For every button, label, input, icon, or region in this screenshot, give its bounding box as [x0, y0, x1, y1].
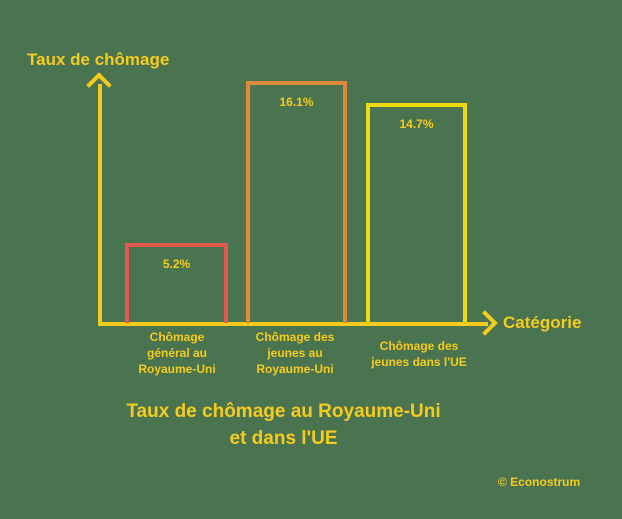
- bar-value-label: 5.2%: [162, 257, 191, 271]
- bar-youth-eu: 14.7%: [366, 103, 467, 323]
- bar-youth-uk: 16.1%: [246, 81, 347, 323]
- category-label-youth-eu: Chômage des jeunes dans l'UE: [354, 338, 484, 370]
- chart-title: Taux de chômage au Royaume-Uni et dans l…: [0, 398, 622, 452]
- x-axis-label: Catégorie: [503, 313, 582, 332]
- category-line: Chômage des: [255, 330, 335, 344]
- y-axis-label: Taux de chômage: [27, 50, 170, 69]
- x-axis: [98, 322, 488, 326]
- x-axis-arrow-icon: [472, 310, 498, 336]
- category-line: jeunes au: [267, 346, 323, 360]
- chart-title-line-1: Taux de chômage au Royaume-Uni: [126, 401, 441, 422]
- bar-value-label: 14.7%: [399, 117, 434, 131]
- category-line: Chômage: [149, 330, 205, 344]
- category-line: Royaume-Uni: [256, 362, 334, 376]
- y-axis: [98, 84, 102, 326]
- credit-text: © Econostrum: [498, 475, 581, 489]
- category-line: Chômage des: [379, 339, 459, 353]
- bar-value-label: 16.1%: [279, 95, 314, 109]
- category-label-youth-uk: Chômage des jeunes au Royaume-Uni: [240, 329, 350, 377]
- bar-general-uk: 5.2%: [125, 243, 228, 323]
- chart-title-line-2: et dans l'UE: [229, 428, 338, 449]
- y-axis-arrow-icon: [86, 72, 112, 98]
- category-label-general-uk: Chômage général au Royaume-Uni: [122, 329, 232, 377]
- category-line: jeunes dans l'UE: [371, 355, 467, 369]
- category-line: général au: [146, 346, 208, 360]
- category-line: Royaume-Uni: [138, 362, 216, 376]
